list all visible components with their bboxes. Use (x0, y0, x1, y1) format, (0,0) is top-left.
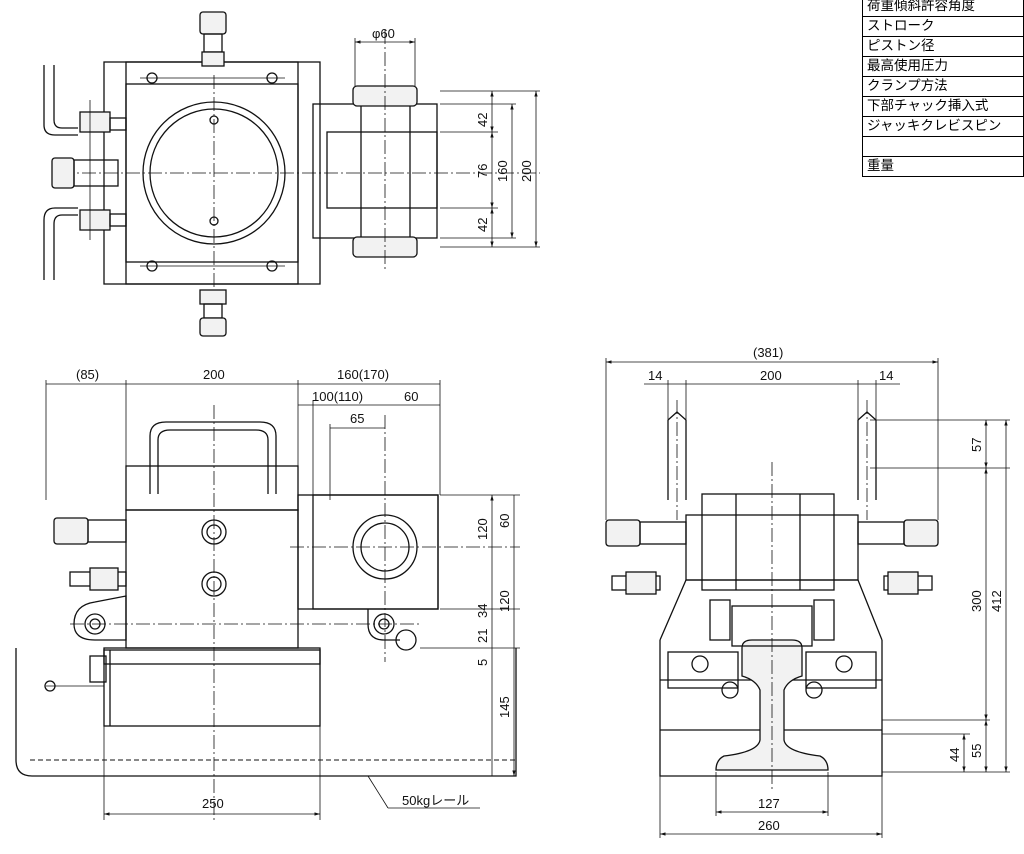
top-view: φ60 42 76 42 160 200 (43, 11, 540, 337)
dim-14-left: 14 (648, 368, 662, 383)
rail-label: 50kgレール (402, 793, 469, 808)
spec-row-pressure: 最高使用圧力 (862, 56, 1024, 77)
dim-160-170: 160(170) (337, 367, 389, 382)
spec-row-weight: 重量 (862, 156, 1024, 177)
dim-260: 260 (758, 818, 780, 833)
dim-60-top: 60 (404, 389, 418, 404)
spec-row-chuck: 下部チャック挿入式 (862, 96, 1024, 117)
dim-55: 55 (969, 744, 984, 758)
dim-34: 34 (475, 604, 490, 618)
spec-row-tilt: 荷重傾斜許容角度 (862, 0, 1024, 17)
dim-300: 300 (969, 590, 984, 612)
dim-42-top: 42 (475, 113, 490, 127)
dim-76: 76 (475, 164, 490, 178)
spec-row-clevis: ジャッキクレビスピン (862, 116, 1024, 137)
dim-phi60: φ60 (372, 26, 395, 41)
dim-250: 250 (202, 796, 224, 811)
dim-160: 160 (495, 160, 510, 182)
dim-65: 65 (350, 411, 364, 426)
dim-60-v: 60 (497, 514, 512, 528)
front-view: (85) 200 160(170) 100(110) 60 65 120 60 … (15, 367, 520, 820)
dim-381: (381) (753, 345, 783, 360)
dim-21: 21 (475, 629, 490, 643)
side-view: (381) 14 200 14 57 300 412 44 55 127 260 (605, 345, 1010, 838)
dim-14-right: 14 (879, 368, 893, 383)
dim-57: 57 (969, 438, 984, 452)
dim-120-b: 120 (497, 590, 512, 612)
dim-85: (85) (76, 367, 99, 382)
spec-row-clamp: クランプ方法 (862, 76, 1024, 97)
dim-5: 5 (475, 659, 490, 666)
spec-table: 荷重傾斜許容角度 ストローク ピストン径 最高使用圧力 クランプ方法 下部チャッ… (862, 0, 1024, 177)
dim-42-bottom: 42 (475, 218, 490, 232)
dim-200: 200 (519, 160, 534, 182)
dim-127: 127 (758, 796, 780, 811)
dim-200-front: 200 (203, 367, 225, 382)
dim-200-side: 200 (760, 368, 782, 383)
dim-100-110: 100(110) (312, 389, 363, 404)
dim-145: 145 (497, 696, 512, 718)
dim-412: 412 (989, 590, 1004, 612)
dim-44: 44 (947, 748, 962, 762)
dim-120-a: 120 (475, 518, 490, 540)
